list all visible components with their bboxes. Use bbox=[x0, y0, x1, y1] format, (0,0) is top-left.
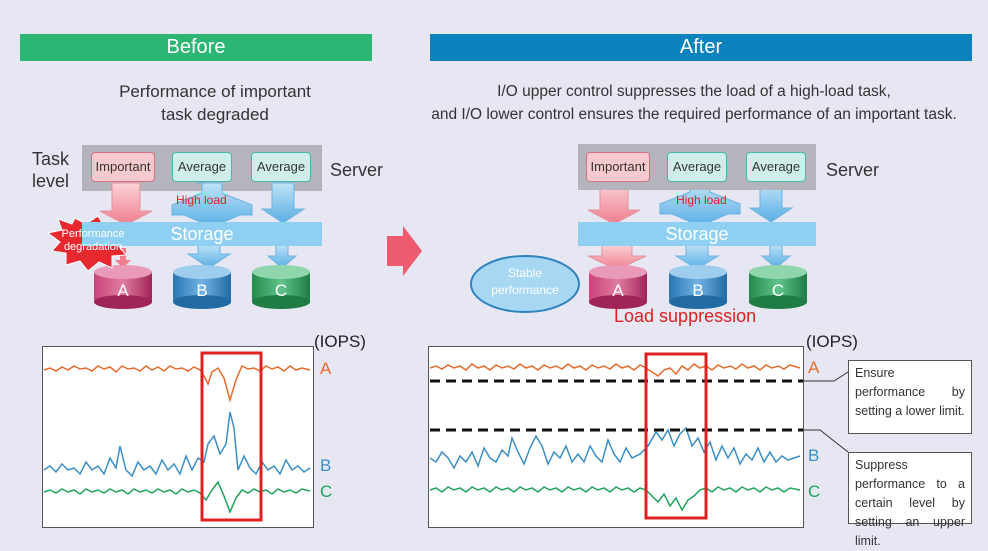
stable-performance-bubble bbox=[470, 255, 580, 313]
stable-performance-text: Stable performance bbox=[471, 265, 579, 299]
before-disk-a bbox=[94, 265, 152, 309]
after-arrow-to-b bbox=[674, 243, 720, 270]
before-arrow-to-c bbox=[266, 243, 298, 269]
stable-text-line2: performance bbox=[491, 283, 559, 297]
after-series-a-line bbox=[429, 363, 801, 377]
after-arrow-to-c bbox=[760, 243, 792, 269]
stable-text-line1: Stable bbox=[507, 266, 543, 280]
after-series-c-label: C bbox=[808, 482, 821, 501]
after-series-b-label: B bbox=[808, 446, 820, 465]
after-server-label: Server bbox=[826, 160, 880, 180]
before-disk-b bbox=[173, 265, 231, 309]
after-series-b-line bbox=[429, 426, 801, 470]
before-series-a-label: A bbox=[320, 359, 332, 378]
after-task-average-1: Average bbox=[667, 152, 727, 182]
after-series-a-label: A bbox=[808, 358, 820, 377]
before-server-label: Server bbox=[330, 160, 384, 180]
before-heading-line1: Performance of important bbox=[119, 82, 311, 101]
after-heading: I/O upper control suppresses the load of… bbox=[400, 80, 988, 126]
burst-text-line1: Performance bbox=[61, 228, 125, 240]
before-arrow-average-2 bbox=[260, 182, 306, 224]
after-banner: After bbox=[430, 34, 972, 61]
before-chart bbox=[42, 346, 314, 528]
lower-note-connector bbox=[803, 371, 849, 382]
task-level-line2: level bbox=[32, 171, 70, 191]
before-highlight-box bbox=[200, 351, 263, 522]
after-disk-a-label: A bbox=[612, 281, 624, 300]
before-to-after-arrow bbox=[387, 226, 422, 276]
before-task-important: Important bbox=[91, 152, 155, 182]
after-disk-a bbox=[589, 265, 647, 309]
before-task-average-1: Average bbox=[172, 152, 232, 182]
before-disk-c-label: C bbox=[274, 281, 288, 300]
lower-limit-note: Ensure performance by setting a lower li… bbox=[848, 360, 972, 434]
before-heading-line2: task degraded bbox=[161, 105, 269, 124]
after-high-load-label: High load bbox=[676, 193, 727, 207]
after-disk-c-label: C bbox=[771, 281, 785, 300]
load-suppression-label: Load suppression bbox=[614, 306, 757, 326]
task-level-label: Task level bbox=[32, 148, 69, 192]
burst-text: Performance degradation bbox=[46, 228, 140, 254]
before-task-average-2: Average bbox=[251, 152, 311, 182]
after-iops-label: (IOPS) bbox=[806, 332, 858, 351]
upper-limit-note: Suppress performance to a certain level … bbox=[848, 452, 972, 548]
after-chart bbox=[428, 346, 804, 528]
task-level-line1: Task bbox=[32, 149, 70, 169]
before-disk-c bbox=[252, 265, 310, 309]
before-series-c-label: C bbox=[320, 482, 333, 501]
before-banner: Before bbox=[20, 34, 372, 61]
before-arrow-important bbox=[99, 182, 153, 226]
after-storage-bar: Storage bbox=[578, 222, 816, 246]
after-heading-line2: and I/O lower control ensures the requir… bbox=[431, 106, 957, 123]
before-series-a-line bbox=[43, 364, 311, 403]
after-arrow-to-a bbox=[587, 243, 647, 271]
before-storage-bar: Storage bbox=[82, 222, 322, 246]
before-iops-label: (IOPS) bbox=[314, 332, 366, 351]
before-series-b-line bbox=[43, 411, 311, 478]
upper-note-connector bbox=[803, 429, 849, 453]
before-series-b-label: B bbox=[320, 456, 332, 475]
after-disk-c bbox=[749, 265, 807, 309]
after-series-c-line bbox=[429, 486, 801, 512]
after-task-important: Important bbox=[586, 152, 650, 182]
after-disk-b-label: B bbox=[692, 281, 704, 300]
before-disk-b-label: B bbox=[196, 281, 208, 300]
before-arrow-to-a bbox=[115, 248, 131, 268]
before-high-load-label: High load bbox=[176, 193, 227, 207]
after-highlight-box bbox=[644, 352, 708, 520]
after-task-average-2: Average bbox=[746, 152, 806, 182]
before-series-c-line bbox=[43, 480, 311, 515]
before-heading: Performance of important task degraded bbox=[20, 80, 410, 126]
before-disk-a-label: A bbox=[117, 281, 129, 300]
after-heading-line1: I/O upper control suppresses the load of… bbox=[497, 83, 891, 100]
after-disk-b bbox=[669, 265, 727, 309]
burst-text-line2: degradation bbox=[63, 241, 123, 253]
